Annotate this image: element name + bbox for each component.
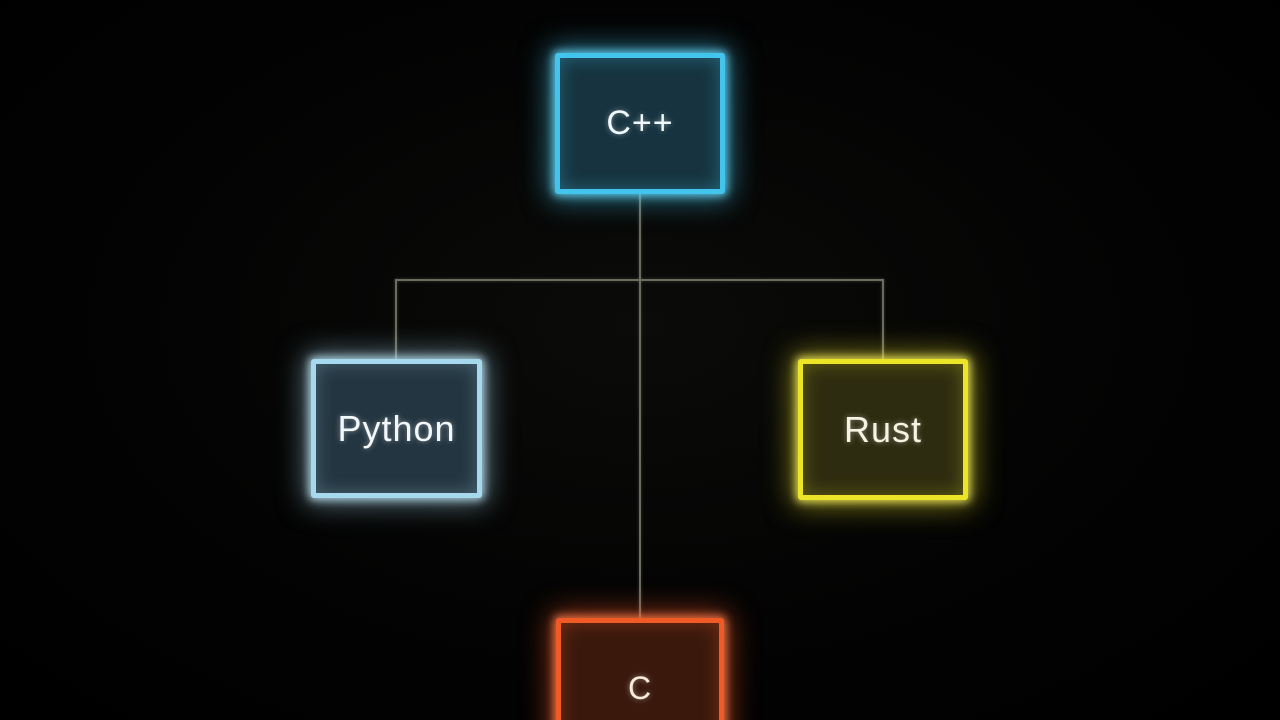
- node-cpp-label: C++: [606, 104, 674, 142]
- edge-line-horizontal: [395, 279, 884, 281]
- node-c: C: [556, 618, 724, 720]
- edge-line-cpp-to-c: [639, 194, 641, 618]
- node-python-label: Python: [337, 407, 456, 449]
- edge-line-to-rust: [882, 279, 884, 361]
- node-rust: Rust: [798, 359, 968, 500]
- node-cpp: C++: [555, 53, 725, 194]
- edge-line-to-python: [395, 279, 397, 361]
- node-rust-label: Rust: [843, 408, 923, 450]
- node-python: Python: [311, 359, 482, 498]
- node-c-label: C: [627, 669, 653, 706]
